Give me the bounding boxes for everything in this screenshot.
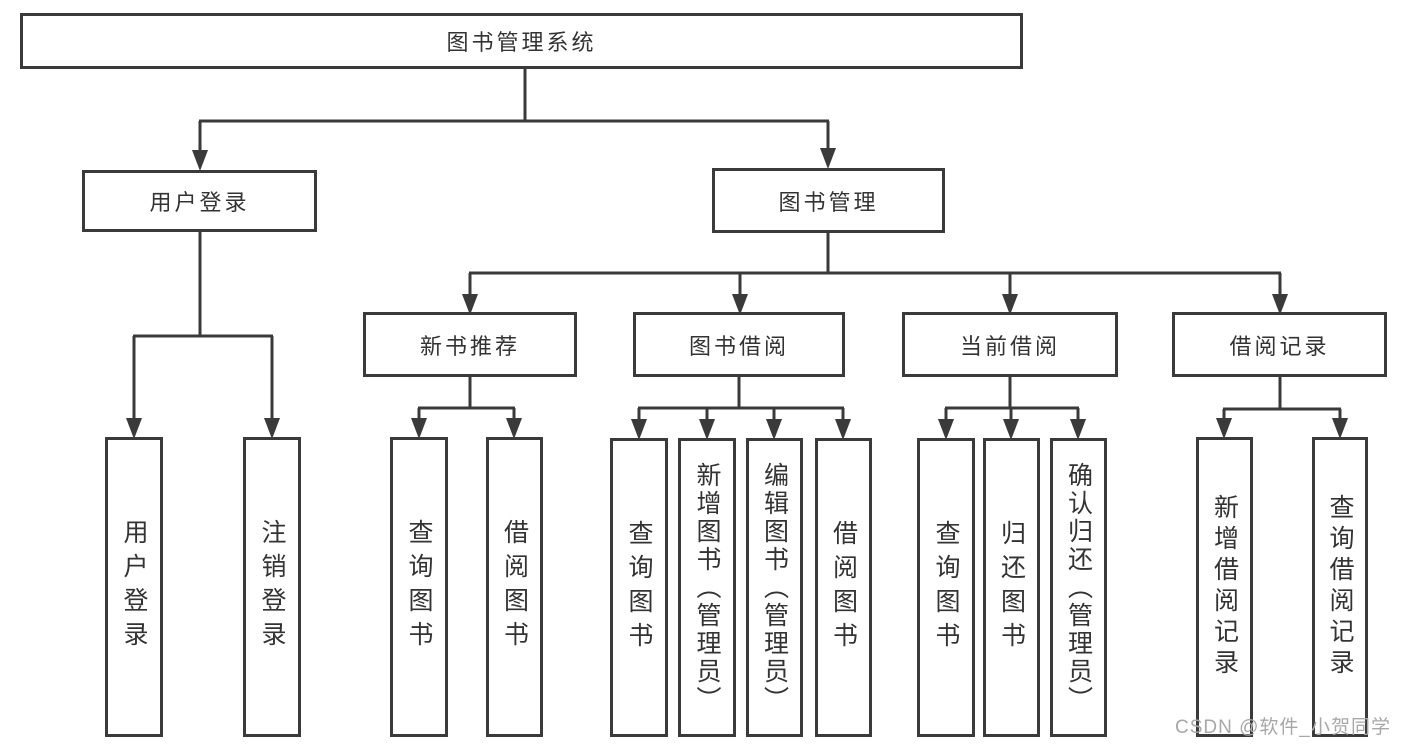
connector-borrow-to-leaves — [637, 377, 845, 421]
node-label: 新书推荐 — [419, 333, 520, 359]
arrowhead — [699, 419, 715, 440]
arrowhead — [938, 419, 954, 440]
node-label: 当前借阅 — [959, 333, 1060, 359]
node-label: 新增图书（管理员） — [693, 461, 721, 714]
node-label: 查询图书 — [932, 519, 960, 656]
node-label: 图书借阅 — [688, 333, 789, 359]
leaf-borrow-add-books-admin: 新增图书（管理员） — [678, 438, 736, 737]
arrowhead — [1002, 294, 1018, 315]
arrowhead — [631, 419, 647, 440]
node-label: 编辑图书（管理员） — [760, 461, 789, 714]
node-user-login: 用户登录 — [82, 170, 317, 232]
leaf-user-login: 用户登录 — [105, 437, 163, 737]
connector-newrec-to-leaves — [417, 377, 516, 420]
arrowhead — [264, 418, 280, 439]
node-borrow-records: 借阅记录 — [1172, 312, 1387, 377]
connector-bookmgmt-to-level3 — [468, 233, 1282, 296]
arrowhead — [1070, 419, 1086, 440]
leaf-borrow-borrow-books: 借阅图书 — [815, 438, 872, 737]
arrowhead — [126, 418, 142, 439]
node-label: 查询借阅记录 — [1326, 494, 1354, 680]
node-label: 归还图书 — [997, 519, 1026, 656]
node-label: 图书管理 — [778, 189, 879, 215]
node-label: 借阅图书 — [829, 519, 858, 656]
node-label: 查询图书 — [625, 519, 653, 656]
node-book-management: 图书管理 — [712, 168, 945, 233]
leaf-records-add-record: 新增借阅记录 — [1196, 437, 1253, 737]
node-label: 注销登录 — [258, 519, 286, 655]
arrowhead — [766, 419, 782, 440]
arrowhead — [1003, 419, 1019, 440]
arrowhead — [506, 418, 522, 439]
node-book-borrow: 图书借阅 — [633, 312, 845, 377]
leaf-current-query-books: 查询图书 — [917, 438, 975, 737]
connector-current-to-leaves — [944, 377, 1080, 421]
arrowheads — [126, 148, 1348, 440]
node-current-borrow: 当前借阅 — [902, 312, 1118, 377]
arrowhead — [820, 148, 836, 169]
csdn-watermark: CSDN @软件_小贺同学 — [1175, 717, 1391, 738]
node-root-system: 图书管理系统 — [20, 13, 1023, 69]
arrowhead — [1216, 418, 1232, 439]
node-label: 用户登录 — [120, 519, 148, 655]
node-label: 图书管理系统 — [446, 30, 597, 55]
connector-userlogin-to-leaves — [132, 232, 274, 420]
node-new-book-recommend: 新书推荐 — [363, 312, 577, 377]
node-label: 借阅记录 — [1229, 333, 1330, 359]
node-label: 新增借阅记录 — [1210, 494, 1239, 680]
connector-records-to-leaves — [1222, 377, 1342, 421]
arrowhead — [1332, 418, 1348, 439]
arrowhead — [462, 294, 478, 315]
arrowhead — [192, 150, 208, 171]
arrowhead — [835, 419, 851, 440]
leaf-current-confirm-return-admin: 确认归还（管理员） — [1050, 438, 1107, 737]
leaf-borrow-edit-books-admin: 编辑图书（管理员） — [746, 438, 803, 737]
node-label: 用户登录 — [149, 190, 250, 215]
leaf-newrec-borrow-books: 借阅图书 — [486, 437, 543, 737]
leaf-newrec-query-books: 查询图书 — [390, 437, 448, 737]
arrowhead — [732, 294, 748, 315]
leaf-current-return-books: 归还图书 — [983, 438, 1040, 737]
connector-root-to-level2 — [198, 69, 830, 152]
leaf-records-query-record: 查询借阅记录 — [1312, 437, 1368, 737]
arrowhead — [1272, 294, 1288, 315]
arrowhead — [411, 418, 427, 439]
leaf-borrow-query-books: 查询图书 — [610, 438, 668, 737]
leaf-logout: 注销登录 — [243, 437, 301, 737]
node-label: 查询图书 — [405, 519, 433, 655]
node-label: 确认归还（管理员） — [1064, 461, 1093, 714]
node-label: 借阅图书 — [500, 519, 529, 655]
